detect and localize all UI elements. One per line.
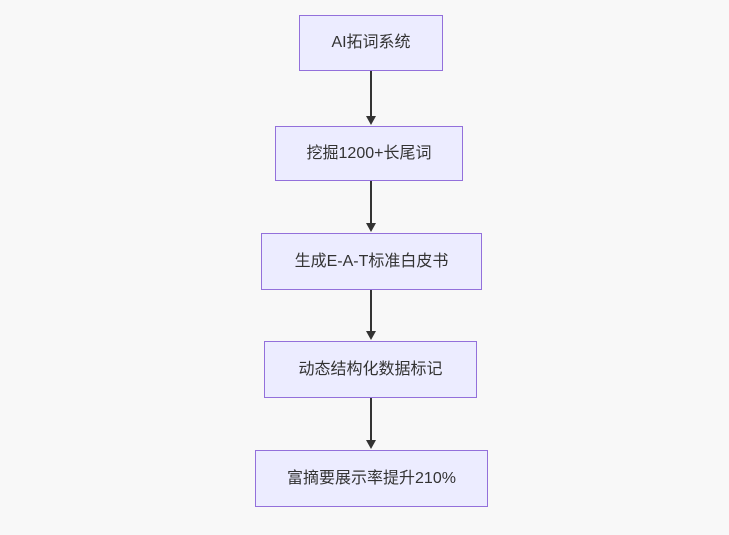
- flow-node-rich-snippet-result: 富摘要展示率提升210%: [255, 450, 488, 507]
- connector-arrow-4: [365, 398, 376, 449]
- arrow-down-icon: [365, 440, 376, 449]
- connector-arrow-1: [365, 71, 376, 125]
- flow-node-structured-data: 动态结构化数据标记: [264, 341, 477, 398]
- flow-node-label: 挖掘1200+长尾词: [306, 144, 432, 162]
- flow-node-label: 动态结构化数据标记: [298, 360, 443, 378]
- connector-arrow-2: [365, 181, 376, 232]
- flow-node-label: 富摘要展示率提升210%: [287, 469, 456, 487]
- flow-node-eat-whitepaper: 生成E-A-T标准白皮书: [261, 233, 482, 290]
- flow-node-label: 生成E-A-T标准白皮书: [294, 252, 449, 270]
- arrow-down-icon: [365, 116, 376, 125]
- arrow-line: [369, 290, 372, 331]
- connector-arrow-3: [365, 290, 376, 340]
- flow-node-longtail-mining: 挖掘1200+长尾词: [275, 126, 463, 181]
- flow-node-ai-keyword-system: AI拓词系统: [299, 15, 443, 71]
- flow-node-label: AI拓词系统: [331, 34, 411, 51]
- arrow-line: [369, 398, 372, 440]
- arrow-down-icon: [365, 223, 376, 232]
- arrow-line: [369, 181, 372, 223]
- arrow-line: [369, 71, 372, 116]
- arrow-down-icon: [365, 331, 376, 340]
